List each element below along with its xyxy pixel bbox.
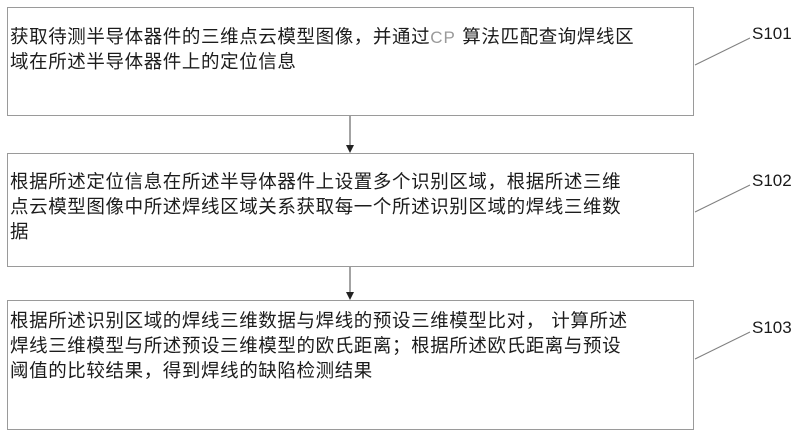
step-text-line: 焊线三维模型与所述预设三维模型的欧氏距离；根据所述欧氏距离与预设 [10,336,622,357]
step-label-s102: S102 [752,171,792,190]
step-text-s101: 获取待测半导体器件的三维点云模型图像，并通过CP 算法匹配查询焊线区 域在所述半… [10,25,687,75]
step-label-s103: S103 [752,318,792,337]
step-label-s101: S101 [752,24,792,43]
leader-line-s102 [694,184,751,213]
leader-line-s103 [694,331,751,360]
arrow-s101-to-s102 [346,116,354,153]
text-segment: 算法匹配查询焊线区 [455,27,635,48]
step-text-line: 点云模型图像中所述焊线区域关系获取每一个所述识别区域的焊线三维数 [10,197,622,218]
leader-line-s101 [694,37,751,66]
step-text-s103: 根据所述识别区域的焊线三维数据与焊线的预设三维模型比对， 计算所述 焊线三维模型… [10,309,687,384]
step-text-line: 根据所述定位信息在所述半导体器件上设置多个识别区域，根据所述三维 [10,172,622,193]
step-text-line: 获取待测半导体器件的三维点云模型图像，并通过CP 算法匹配查询焊线区 [10,25,687,50]
arrow-s102-to-s103 [346,267,354,300]
text-segment: 获取待测半导体器件的三维点云模型图像，并通过 [10,27,431,48]
cp-abbreviation: CP [430,28,456,47]
step-text-s102: 根据所述定位信息在所述半导体器件上设置多个识别区域，根据所述三维 点云模型图像中… [10,170,687,245]
step-text-line: 根据所述识别区域的焊线三维数据与焊线的预设三维模型比对， 计算所述 [10,311,628,332]
step-box-s103: 根据所述识别区域的焊线三维数据与焊线的预设三维模型比对， 计算所述 焊线三维模型… [7,300,694,430]
step-box-s102: 根据所述定位信息在所述半导体器件上设置多个识别区域，根据所述三维 点云模型图像中… [7,153,694,267]
step-box-s101: 获取待测半导体器件的三维点云模型图像，并通过CP 算法匹配查询焊线区 域在所述半… [7,7,694,116]
step-text-line: 阈值的比较结果，得到焊线的缺陷检测结果 [10,361,373,382]
step-text-line: 域在所述半导体器件上的定位信息 [10,52,297,73]
step-text-line: 据 [10,222,30,243]
